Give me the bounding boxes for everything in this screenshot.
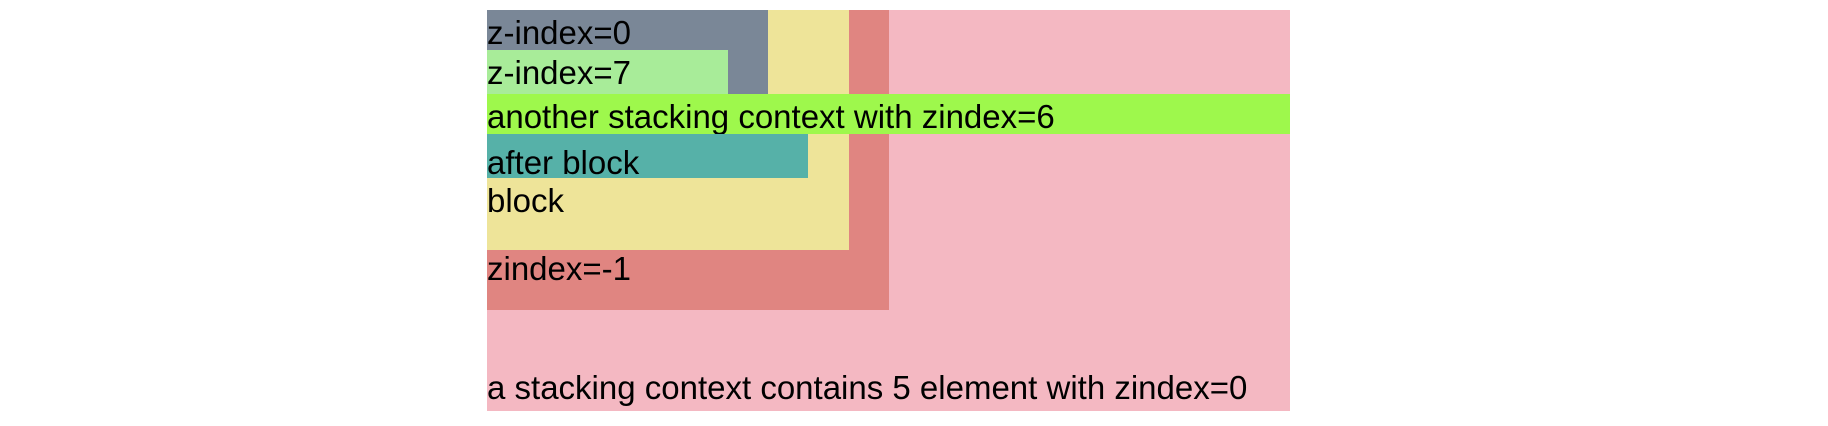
zindex-6-stacking-context-label: another stacking context with zindex=6 [487, 98, 1055, 135]
after-block-box: after block [487, 134, 808, 181]
zindex-7-box: z-index=7 [487, 50, 728, 94]
outer-stacking-context-label: a stacking context contains 5 element wi… [487, 369, 1248, 406]
zindex-negative-label: zindex=-1 [487, 250, 632, 287]
zindex-6-stacking-context-box: another stacking context with zindex=6 [487, 94, 1290, 135]
after-block-label: after block [487, 144, 640, 181]
zindex-0-label: z-index=0 [487, 14, 632, 51]
zindex-7-label: z-index=7 [487, 54, 632, 91]
block-label: block [487, 182, 565, 219]
